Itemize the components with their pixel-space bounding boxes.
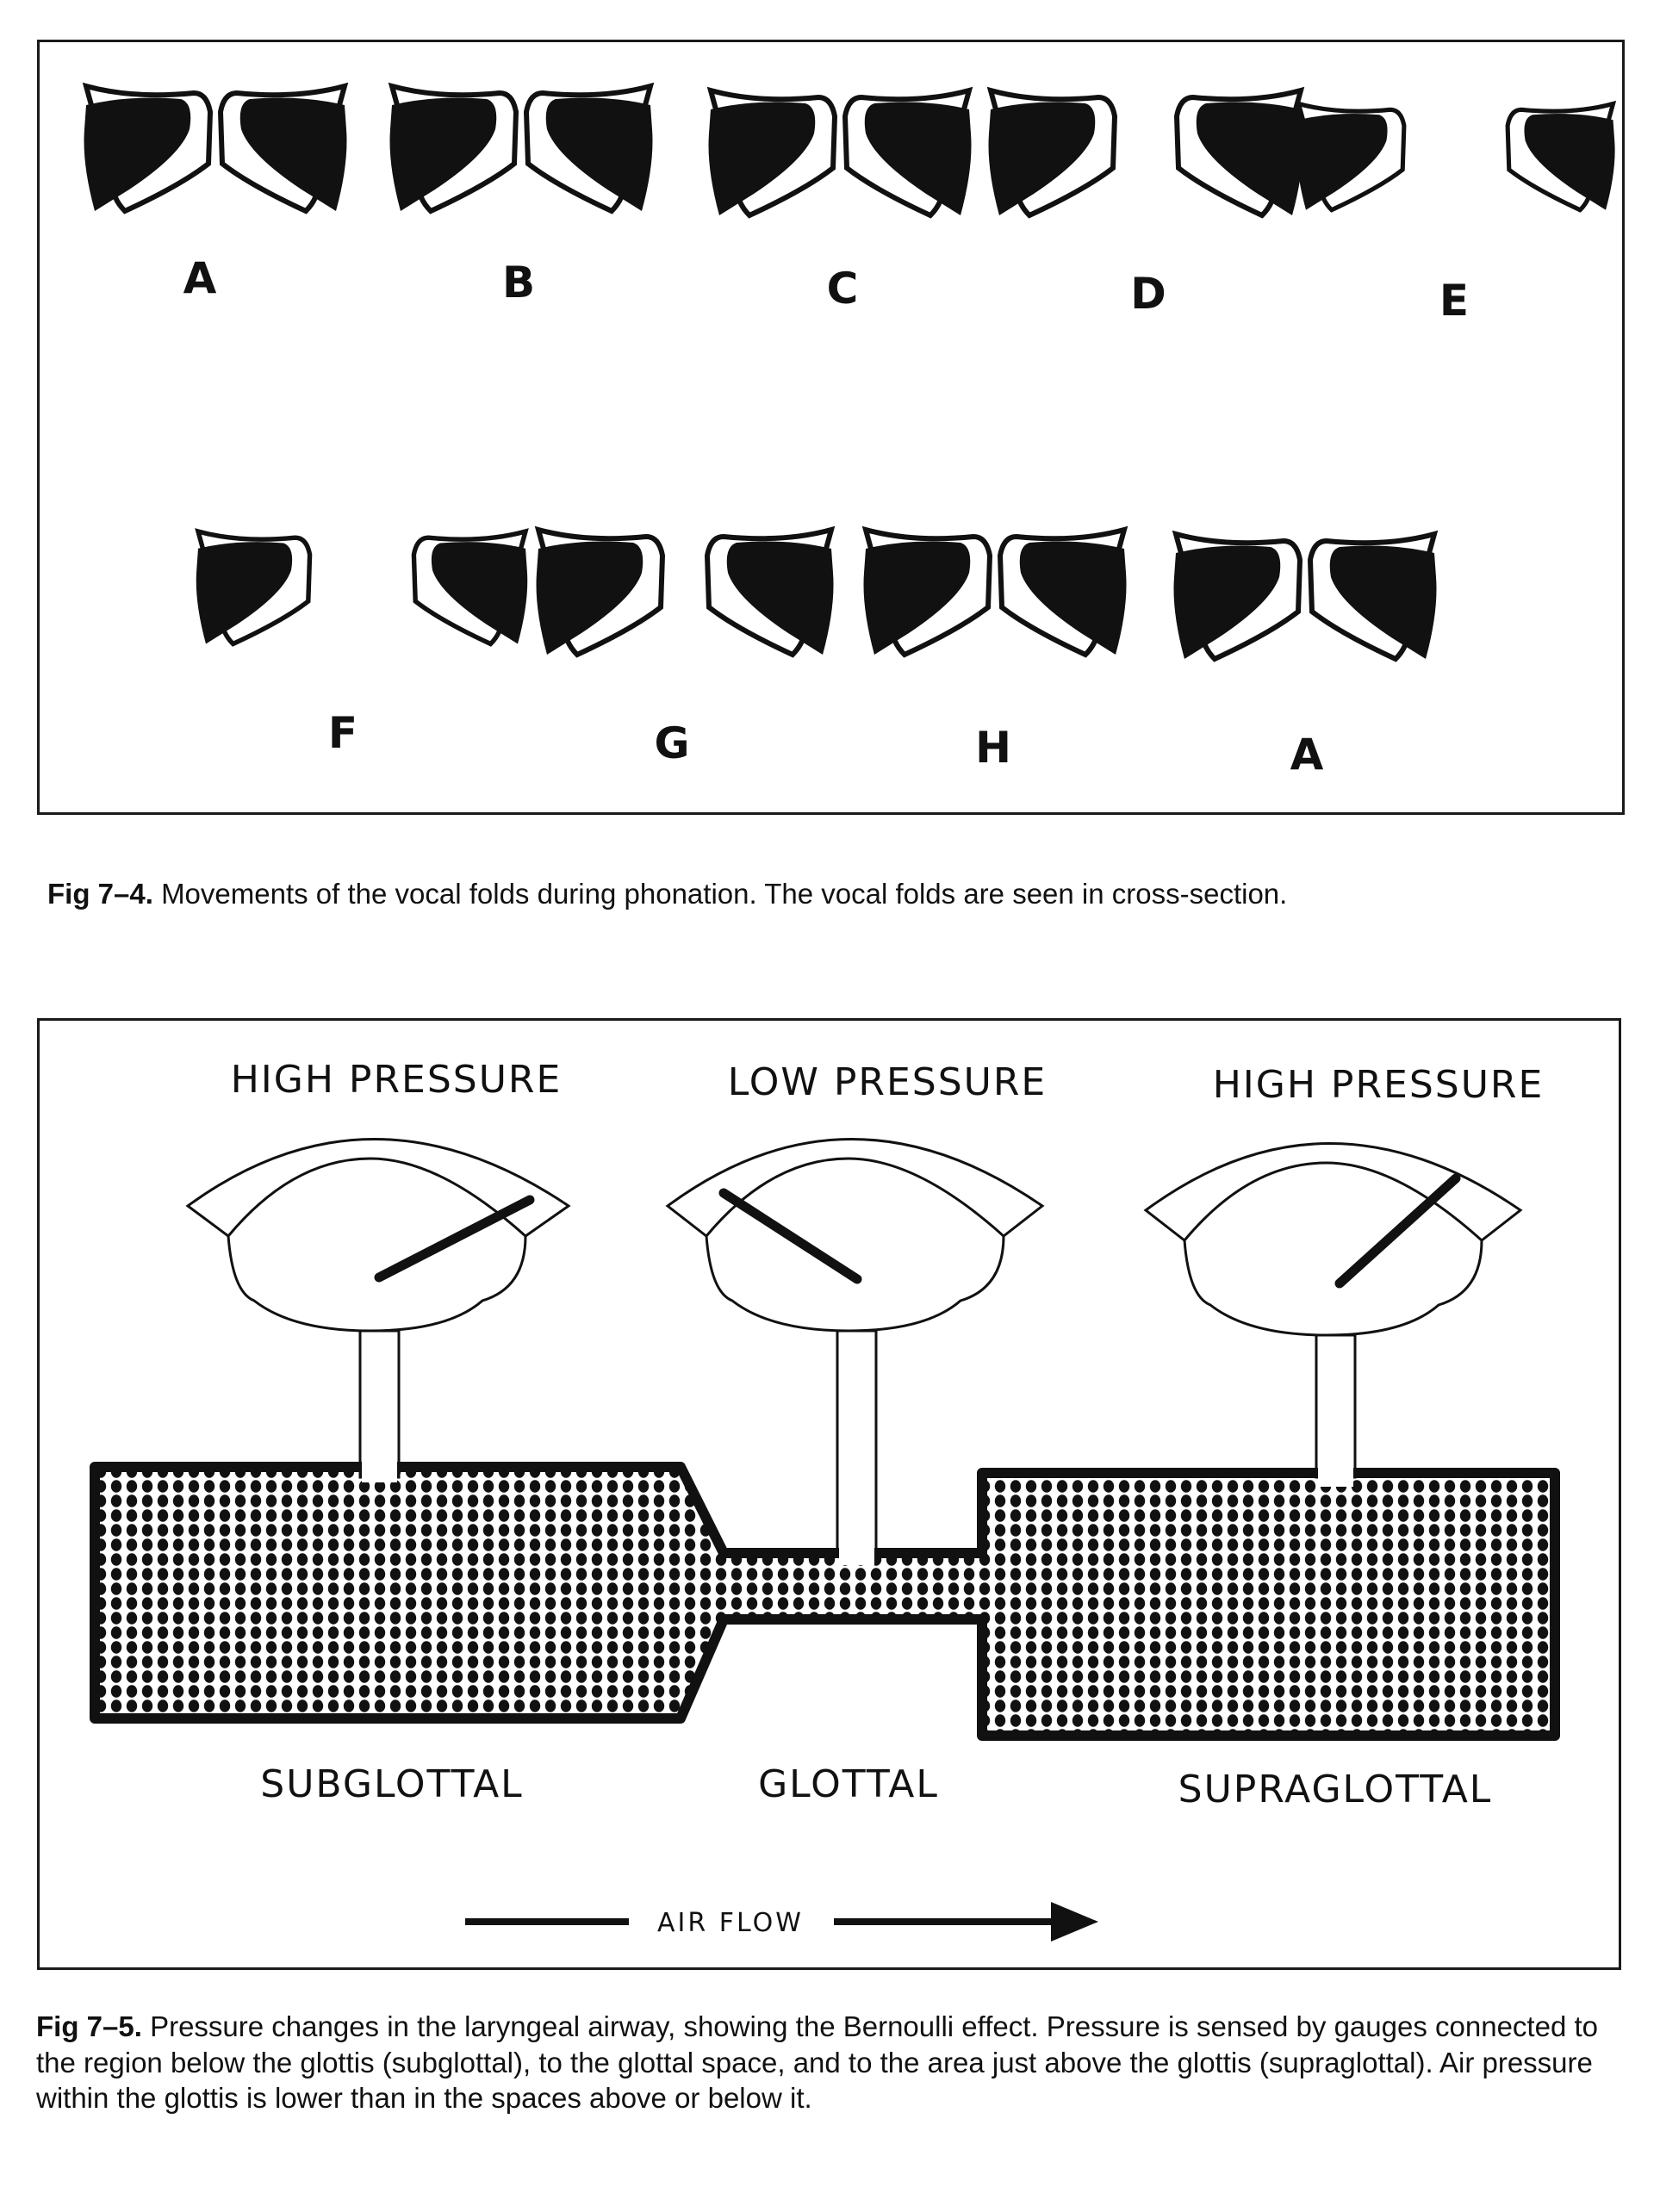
- gauge-title-subglottal: HIGH PRESSURE: [231, 1058, 563, 1102]
- figure-7-4-frame: [37, 40, 1625, 815]
- pressure-gauge-subglottal: [185, 1138, 571, 1479]
- vocal-fold-pair-a: [84, 86, 347, 211]
- airflow-label: AIR FLOW: [657, 1908, 804, 1938]
- phase-label-a: A: [183, 253, 217, 303]
- gauge-needle-glottal: [718, 1188, 862, 1284]
- phase-label-g: G: [654, 718, 689, 768]
- gauge-needle-supraglottal: [1334, 1173, 1461, 1289]
- gauge-title-glottal: LOW PRESSURE: [728, 1060, 1047, 1104]
- laryngeal-airway: [90, 1462, 1560, 1741]
- region-label-glottal: GLOTTAL: [758, 1762, 939, 1806]
- vocal-fold-pair-c: [709, 90, 972, 215]
- phase-label-f: F: [328, 708, 357, 758]
- vocal-fold-pair-f: [196, 531, 528, 644]
- phase-label-c: C: [827, 264, 859, 314]
- vocal-folds-row-2: [196, 530, 1437, 659]
- vocal-fold-pair-g: [537, 530, 834, 655]
- vocal-fold-pair-h: [864, 530, 1127, 655]
- phase-label-d: D: [1130, 269, 1166, 319]
- figure-7-4-caption: Fig 7–4. Movements of the vocal folds du…: [47, 877, 1598, 911]
- pressure-gauge-supraglottal: [1143, 1142, 1523, 1479]
- gauge-title-supraglottal: HIGH PRESSURE: [1213, 1063, 1545, 1107]
- vocal-fold-pair-b: [390, 86, 653, 211]
- pressure-gauge-glottal: [665, 1138, 1045, 1552]
- phase-label-a2: A: [1290, 730, 1324, 780]
- phase-label-b: B: [502, 258, 535, 308]
- vocal-folds-row-1: [84, 86, 1615, 215]
- region-label-supraglottal: SUPRAGLOTTAL: [1178, 1768, 1493, 1811]
- figure-7-4-caption-text: Movements of the vocal folds during phon…: [161, 878, 1288, 910]
- figure-7-5-caption-text: Pressure changes in the laryngeal airway…: [36, 2010, 1598, 2115]
- figure-7-5-caption: Fig 7–5. Pressure changes in the larynge…: [36, 2009, 1630, 2116]
- vocal-fold-pair-a-repeat: [1174, 534, 1437, 659]
- gauge-needle-subglottal: [374, 1195, 535, 1283]
- region-label-subglottal: SUBGLOTTAL: [260, 1762, 523, 1806]
- figure-7-5-caption-label: Fig 7–5.: [36, 2010, 142, 2042]
- vocal-fold-pair-d: [989, 90, 1303, 215]
- phase-label-h: H: [975, 723, 1011, 773]
- airflow-arrow: [465, 1902, 1098, 1942]
- phase-label-e: E: [1439, 276, 1469, 326]
- vocal-fold-pair-e: [1296, 104, 1614, 210]
- figure-7-5-frame: [37, 1018, 1621, 1970]
- figure-7-4-caption-label: Fig 7–4.: [47, 878, 153, 910]
